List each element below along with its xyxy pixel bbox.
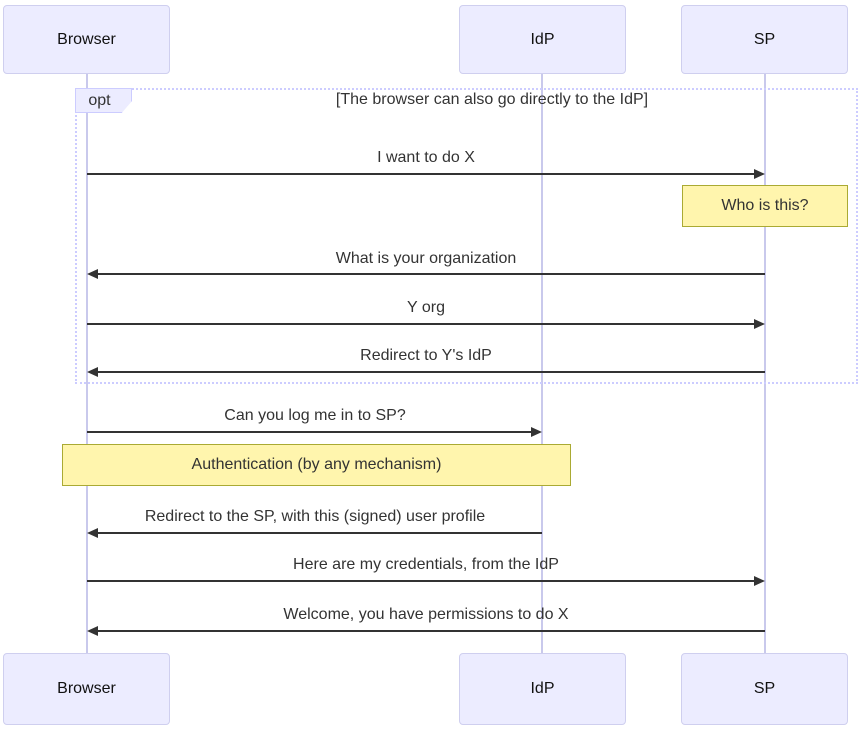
message-label: I want to do X [377,149,475,166]
actor-idp-top: IdP [459,5,626,74]
message-arrow [87,580,754,582]
actor-sp-bottom: SP [681,653,848,725]
message-arrow [98,371,765,373]
actor-sp-top: SP [681,5,848,74]
arrowhead-right-icon [531,427,542,437]
arrowhead-right-icon [754,169,765,179]
arrowhead-left-icon [87,528,98,538]
message-label: Here are my credentials, from the IdP [293,556,559,573]
message-label: Redirect to the SP, with this (signed) u… [144,508,486,525]
message-arrow [98,273,765,275]
message-label: Can you log me in to SP? [224,407,406,424]
actor-browser-top: Browser [3,5,170,74]
message-label: Redirect to Y's IdP [360,347,492,364]
message-arrow [98,630,765,632]
lifeline-browser [86,74,88,653]
opt-frame [75,88,858,384]
opt-frame-label: opt [75,88,132,113]
arrowhead-left-icon [87,626,98,636]
note-authentication: Authentication (by any mechanism) [62,444,571,486]
message-arrow [87,431,531,433]
arrowhead-left-icon [87,367,98,377]
message-arrow [98,532,542,534]
message-arrow [87,173,754,175]
note-who-is-this: Who is this? [682,185,848,227]
message-label: Welcome, you have permissions to do X [283,606,569,623]
message-label: What is your organization [335,250,517,267]
message-arrow [87,323,754,325]
actor-idp-bottom: IdP [459,653,626,725]
actor-browser-bottom: Browser [3,653,170,725]
opt-guard-text: [The browser can also go directly to the… [335,91,649,108]
lifeline-idp [541,74,543,653]
message-label: Y org [407,299,445,316]
lifeline-sp [764,74,766,653]
arrowhead-right-icon [754,319,765,329]
arrowhead-left-icon [87,269,98,279]
arrowhead-right-icon [754,576,765,586]
